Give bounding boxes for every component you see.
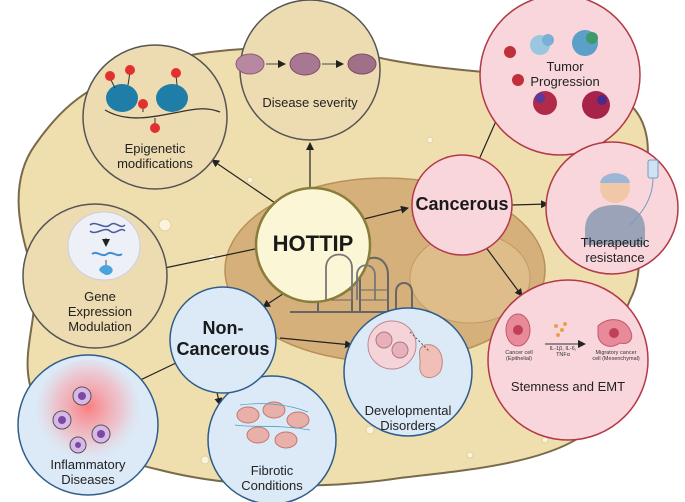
tumor-progression-label: Tumor Progression [515, 59, 615, 90]
inflammatory-label: Inflammatory Diseases [28, 457, 148, 488]
epigenetic-line2: modifications [117, 155, 193, 171]
cancerous-circle [411, 154, 513, 256]
tumor-cells-icon [504, 30, 610, 119]
emt-cytokines-label: IL-1β, IL-6, TNFα [542, 346, 584, 358]
fibrotic-line1: Fibrotic [250, 463, 294, 478]
gene-line1: Gene [84, 289, 116, 304]
inflammatory-line2: Diseases [61, 471, 115, 487]
emt-migratory-line2: cell (Mesenchymal) [592, 356, 640, 363]
gene-expression-icon [67, 211, 141, 281]
emt-cells-icon [505, 313, 633, 348]
developmental-icon [367, 320, 443, 379]
tumor-line1: Tumor [546, 59, 584, 74]
emt-cytokines-line1: IL-1β, IL-6, [549, 346, 577, 352]
developmental-label: Developmental Disorders [353, 403, 463, 434]
tumor-line2: Progression [530, 73, 600, 89]
non-cancerous-line2: Cancerous [176, 338, 270, 359]
inflammatory-cells-icon [52, 386, 111, 454]
gene-line3: Modulation [68, 318, 132, 334]
fibrotic-circle [207, 375, 337, 502]
center-hairpin-icon [325, 253, 376, 300]
inflammatory-line1: Inflammatory [50, 457, 126, 472]
patient-icon [585, 159, 659, 245]
therapeutic-line2: resistance [585, 249, 645, 265]
gene-expression-label: Gene Expression Modulation [40, 289, 160, 335]
developmental-line2: Disorders [380, 417, 436, 433]
center-label: HOTTIP [272, 231, 354, 256]
disease-severity-cells-icon [235, 52, 377, 76]
fibrotic-tissue-icon [234, 401, 311, 449]
emt-migratory-label: Migratory cancer cell (Mesenchymal) [588, 350, 644, 362]
stemness-label: Stemness and EMT [510, 379, 626, 394]
emt-migratory-line1: Migratory cancer [595, 350, 637, 356]
epigenetic-circle [82, 44, 228, 190]
fibrotic-label: Fibrotic Conditions [222, 463, 322, 494]
developmental-line1: Developmental [364, 403, 452, 418]
hottip-center-circle [254, 186, 372, 304]
disease-severity-label: Disease severity [262, 95, 358, 110]
non-cancerous-line1: Non- [202, 318, 244, 338]
emt-cytokines-line2: TNFα [556, 352, 570, 359]
emt-cancer-cell-line1: Cancer cell [505, 350, 533, 356]
epigenetic-label: Epigenetic modifications [90, 141, 220, 172]
therapeutic-label: Therapeutic resistance [560, 235, 670, 266]
epigenetic-line1: Epigenetic [124, 141, 186, 156]
nucleosome-icon [104, 65, 221, 133]
fibrotic-line2: Conditions [241, 477, 303, 493]
emt-cancer-cell-line2: (Epithelial) [506, 356, 532, 363]
gene-line2: Expression [67, 303, 133, 319]
emt-cancer-cell-label: Cancer cell (Epithelial) [496, 350, 542, 362]
cancerous-label: Cancerous [415, 194, 509, 214]
therapeutic-line1: Therapeutic [580, 235, 650, 250]
inflammatory-glow [36, 360, 140, 464]
non-cancerous-circle [169, 286, 277, 394]
non-cancerous-label: Non- Cancerous [168, 318, 278, 359]
